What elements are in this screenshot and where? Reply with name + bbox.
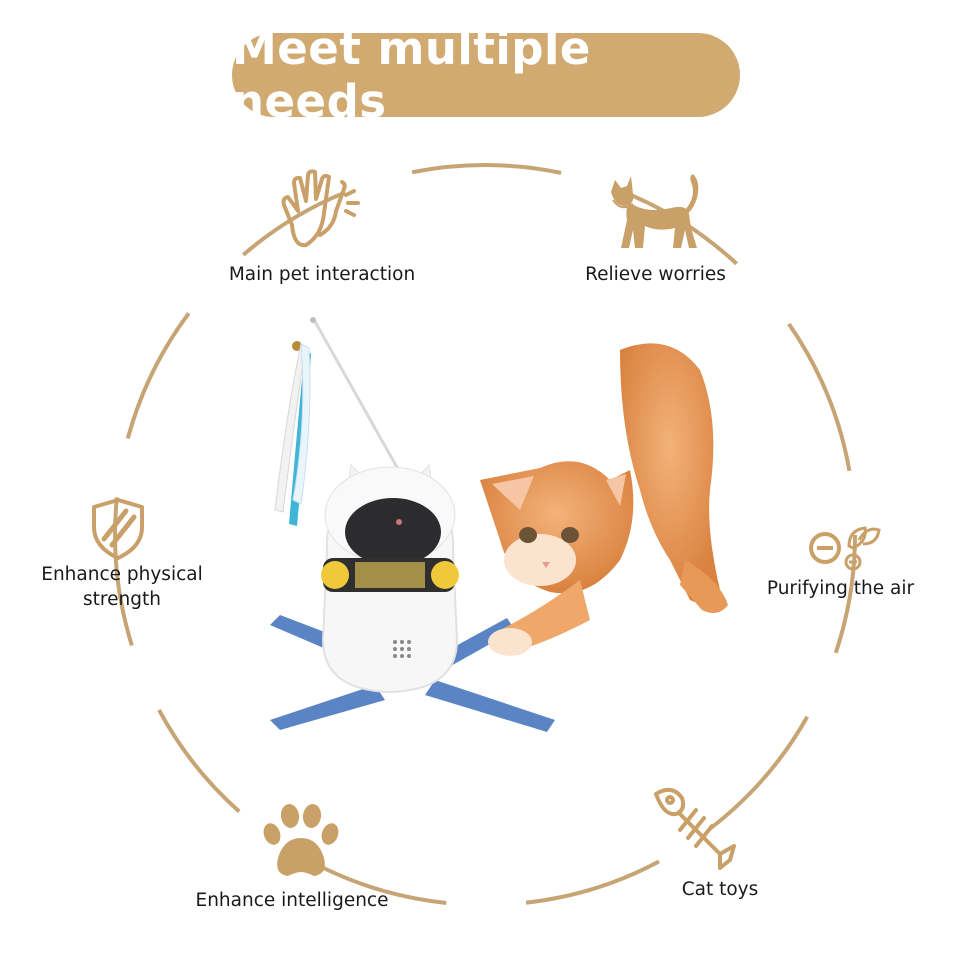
feature-label-enhance-physical: Enhance physical bbox=[41, 564, 203, 585]
title-banner: Meet multiple needs bbox=[232, 22, 740, 128]
feature-label-relieve-worries: Relieve worries bbox=[585, 264, 726, 285]
cat-icon bbox=[611, 174, 699, 248]
paw-icon bbox=[263, 804, 339, 876]
cat-toy-robot-image bbox=[270, 317, 555, 732]
feature-label-strength: strength bbox=[83, 589, 161, 610]
fish-bone-icon bbox=[654, 787, 736, 870]
ring-circle bbox=[113, 163, 857, 907]
feature-label-enhance-intelligence: Enhance intelligence bbox=[195, 890, 389, 911]
page-title: Meet multiple needs bbox=[232, 22, 591, 128]
feature-label-purifying-the-air: Purifying the air bbox=[766, 578, 915, 599]
clapping-hands-icon bbox=[281, 169, 360, 248]
feature-label-main-pet-interaction: Main pet interaction bbox=[228, 264, 416, 285]
shield-icon bbox=[92, 498, 144, 560]
purify-leaf-icon bbox=[809, 526, 881, 571]
feature-label-cat-toys: Cat toys bbox=[681, 879, 759, 900]
kitten-image bbox=[480, 343, 728, 656]
